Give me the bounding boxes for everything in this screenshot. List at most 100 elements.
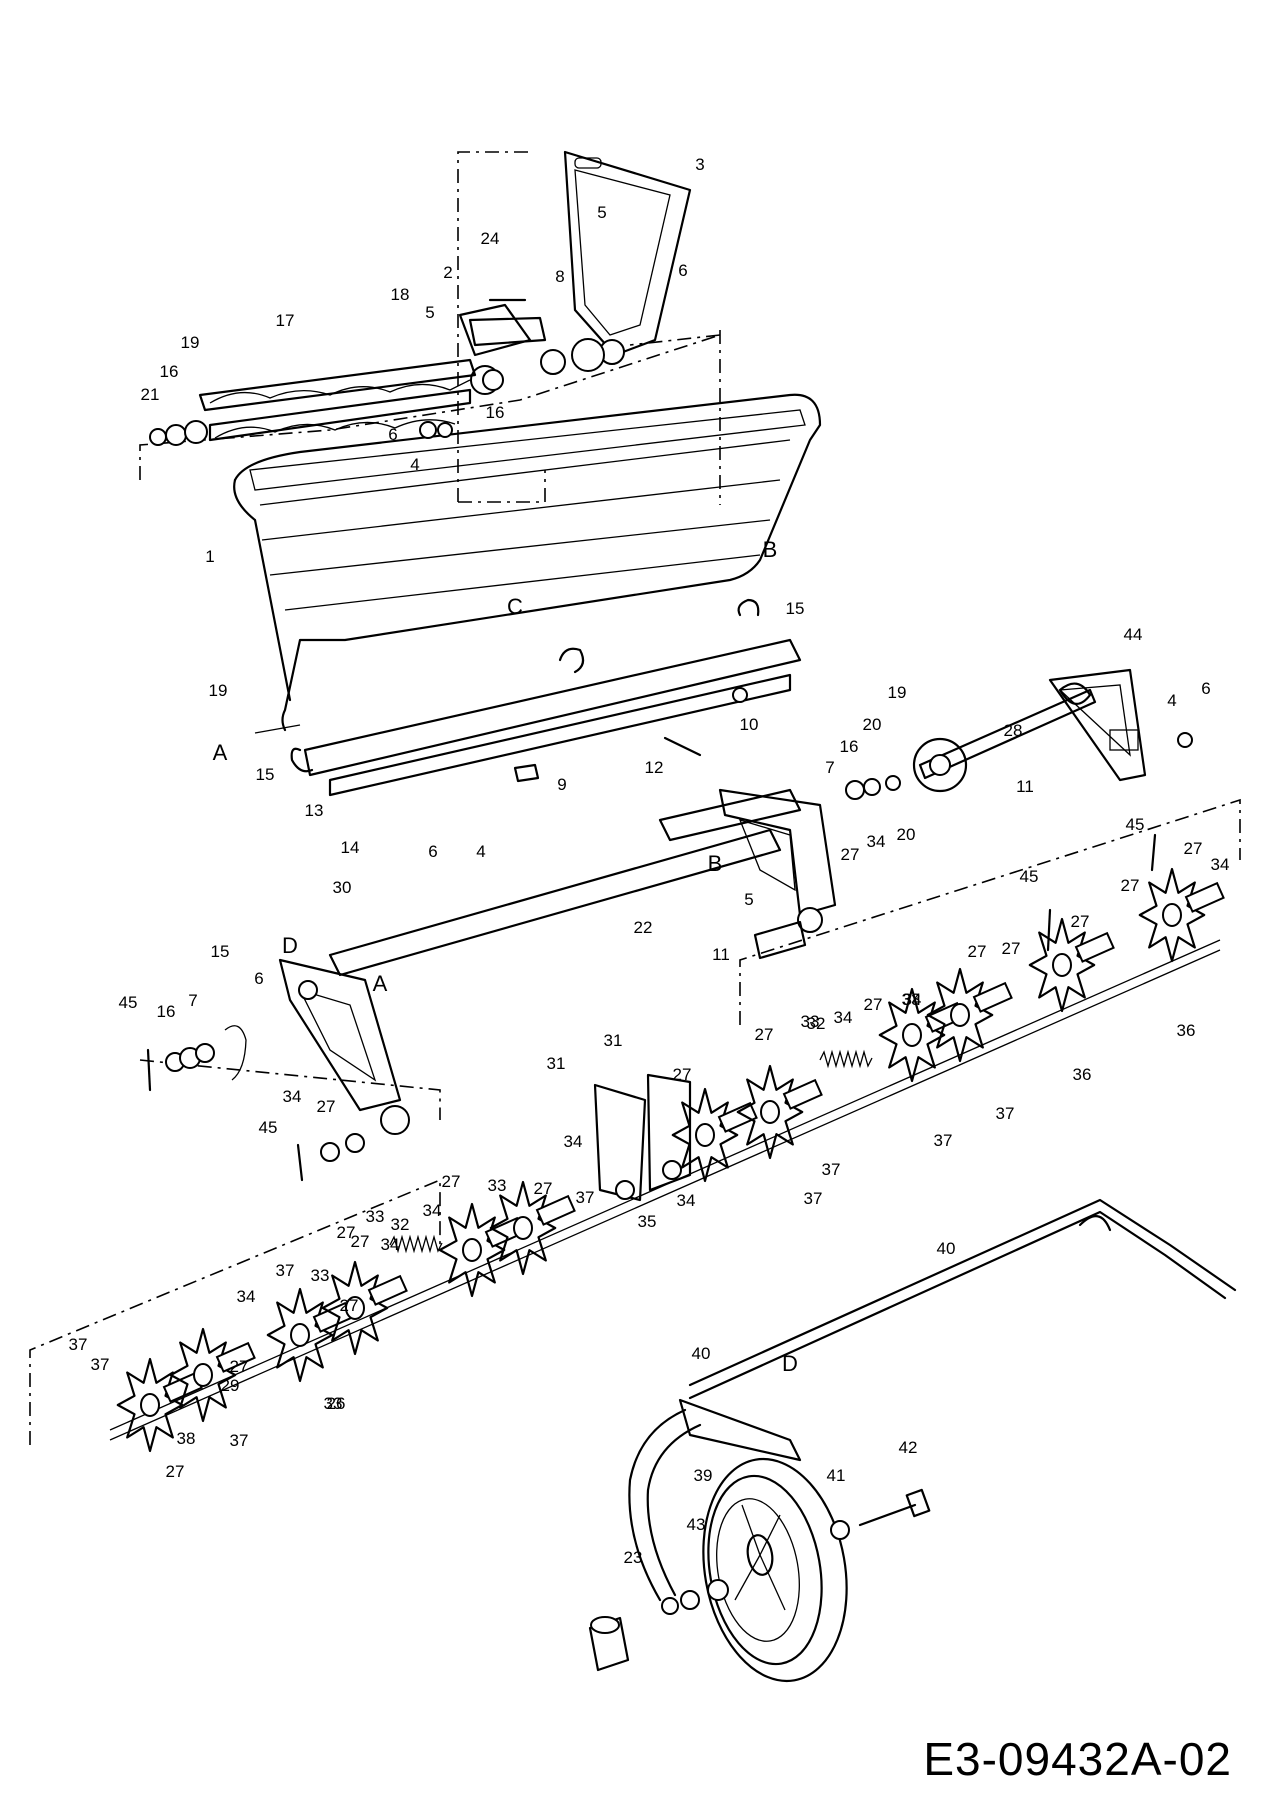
part-number-label: 30 <box>333 878 352 897</box>
tine-hub <box>462 1238 482 1262</box>
part-number-label: 15 <box>256 765 275 784</box>
part-number-label: 16 <box>160 362 179 381</box>
part-number-label: 24 <box>481 229 500 248</box>
part-number-label: 13 <box>305 801 324 820</box>
part-number-label: 33 <box>902 990 921 1009</box>
tine-wheels <box>116 867 1225 1453</box>
spacer-tube <box>535 1194 576 1226</box>
part-number-label: 6 <box>388 425 397 444</box>
agitator-frame <box>563 150 692 372</box>
part-number-label: 3 <box>695 155 704 174</box>
part-number-label: 27 <box>340 1296 359 1315</box>
part-number-label: 38 <box>177 1429 196 1448</box>
part-number-label: 27 <box>1121 876 1140 895</box>
phantom-lines <box>29 151 1241 1445</box>
wheel <box>588 1457 931 1683</box>
part-number-label: 27 <box>968 942 987 961</box>
spacer-tube <box>1184 881 1225 913</box>
reference-letter: B <box>763 537 778 562</box>
part-number-label: 33 <box>488 1176 507 1195</box>
tine-hub <box>902 1023 922 1047</box>
part-number-label: 6 <box>678 261 687 280</box>
part-number-label: 33 <box>311 1266 330 1285</box>
part-number-label: 34 <box>677 1191 696 1210</box>
tine-hub <box>950 1003 970 1027</box>
part-number-label: 16 <box>840 737 859 756</box>
part-number-label: 37 <box>69 1335 88 1354</box>
tine-hub <box>345 1296 365 1320</box>
part-number-label: 45 <box>259 1118 278 1137</box>
part-number-label: 34 <box>564 1132 583 1151</box>
spacer-tube <box>717 1101 758 1133</box>
part-number-label: 34 <box>237 1287 256 1306</box>
part-number-label: 27 <box>337 1223 356 1242</box>
part-number-label: 27 <box>755 1025 774 1044</box>
part-number-label: 27 <box>1002 939 1021 958</box>
part-number-label: 20 <box>863 715 882 734</box>
part-number-label: 29 <box>221 1376 240 1395</box>
left-end-hardware <box>165 1025 365 1162</box>
reference-letter: A <box>213 740 228 765</box>
part-number-label: 27 <box>841 845 860 864</box>
part-number-label: 17 <box>276 311 295 330</box>
reference-letter: D <box>282 933 298 958</box>
part-number-label: 37 <box>276 1261 295 1280</box>
part-number-label: 35 <box>638 1212 657 1231</box>
part-number-label: 37 <box>804 1189 823 1208</box>
part-number-label: 34 <box>1211 855 1230 874</box>
part-number-label: 5 <box>597 203 606 222</box>
tine-hub <box>140 1393 160 1417</box>
sprocket-assembly <box>753 682 1097 960</box>
agitator-shaft-assembly <box>419 298 566 439</box>
part-number-label: 31 <box>547 1054 566 1073</box>
part-number-label: 27 <box>166 1462 185 1481</box>
gate-plates <box>149 358 477 446</box>
part-number-label: 37 <box>230 1431 249 1450</box>
part-number-label: 12 <box>645 758 664 777</box>
part-number-label: 42 <box>899 1438 918 1457</box>
part-number-label: 6 <box>254 969 263 988</box>
part-number-label: 33 <box>801 1012 820 1031</box>
part-number-label: 9 <box>557 775 566 794</box>
part-number-label: 37 <box>91 1355 110 1374</box>
part-number-label: 11 <box>712 945 730 964</box>
reference-letter: C <box>507 594 523 619</box>
part-number-label: 40 <box>937 1239 956 1258</box>
part-number-label: 37 <box>996 1104 1015 1123</box>
part-number-label: 36 <box>1073 1065 1092 1084</box>
part-number-label: 23 <box>624 1548 643 1567</box>
part-number-label: 27 <box>351 1232 370 1251</box>
part-number-label: 6 <box>428 842 437 861</box>
part-number-label: 43 <box>687 1515 706 1534</box>
tine-axle <box>109 939 1221 1441</box>
tine-hub <box>1052 953 1072 977</box>
part-number-label: 27 <box>230 1357 249 1376</box>
part-number-label: 32 <box>807 1014 826 1033</box>
part-number-label: 15 <box>211 942 230 961</box>
tine-hub <box>193 1363 213 1387</box>
spacer-tube <box>972 981 1013 1013</box>
part-number-label: 34 <box>381 1235 400 1254</box>
tine-hub <box>290 1323 310 1347</box>
part-number-label: 15 <box>786 599 805 618</box>
spacer-tube <box>1074 931 1115 963</box>
spacer-tube <box>782 1078 823 1110</box>
part-number-label: 36 <box>1177 1021 1196 1040</box>
part-number-label: 4 <box>1167 691 1176 710</box>
part-number-label: 16 <box>157 1002 176 1021</box>
part-number-label: 4 <box>476 842 485 861</box>
tine-hub <box>760 1100 780 1124</box>
part-number-label: 37 <box>576 1188 595 1207</box>
part-number-label: 27 <box>673 1065 692 1084</box>
part-number-label: 6 <box>1201 679 1210 698</box>
part-number-label: 44 <box>1124 625 1143 644</box>
part-number-label: 27 <box>317 1097 336 1116</box>
part-number-label: 1 <box>205 547 214 566</box>
right-handle-bracket <box>1048 668 1193 782</box>
part-number-label: 40 <box>692 1344 711 1363</box>
part-number-label: 34 <box>423 1201 442 1220</box>
part-number-label: 37 <box>934 1131 953 1150</box>
